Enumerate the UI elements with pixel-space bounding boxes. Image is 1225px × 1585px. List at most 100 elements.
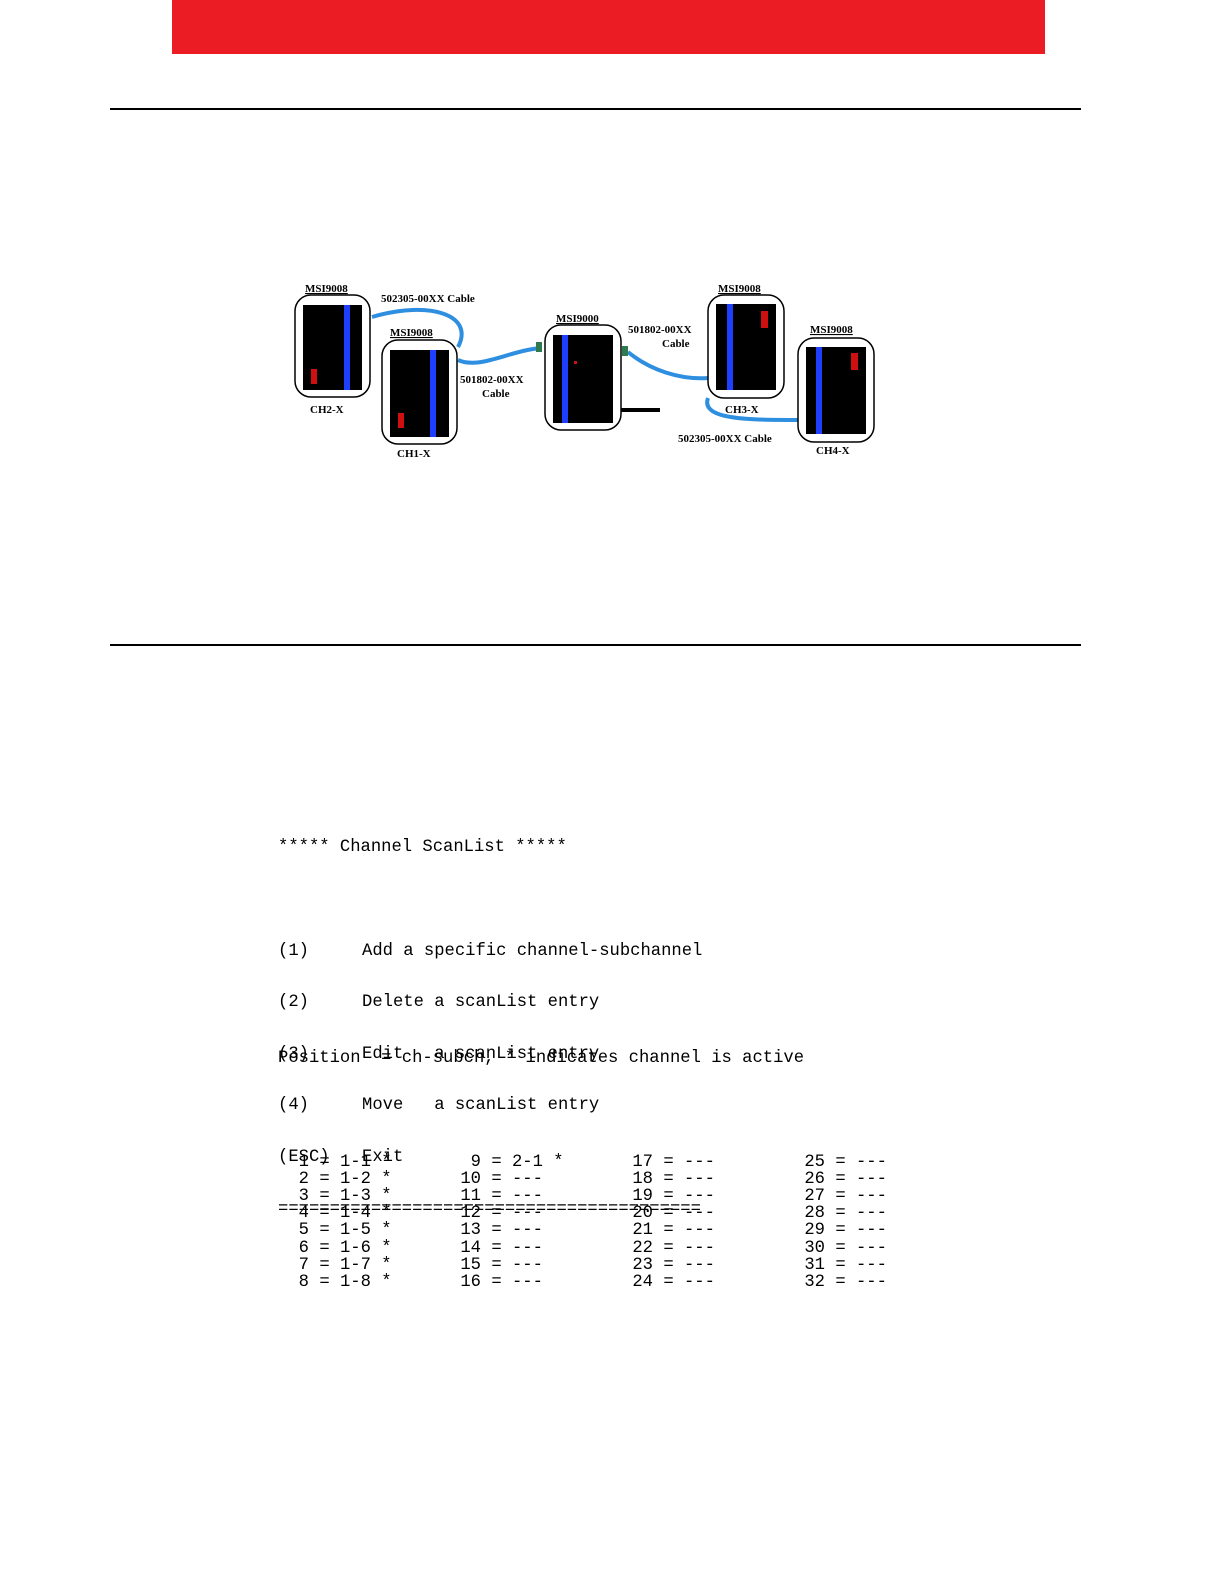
scanlist-value: --- xyxy=(855,1169,887,1189)
menu-title: ***** Channel ScanList ***** xyxy=(278,838,567,858)
equals-sign: = xyxy=(825,1169,856,1189)
equals-sign: = xyxy=(309,1272,340,1292)
scanlist-value: --- xyxy=(855,1238,887,1258)
scanlist-value: --- xyxy=(683,1272,715,1292)
equals-sign: = xyxy=(309,1186,340,1206)
scanlist-value: --- xyxy=(855,1255,887,1275)
cable-main-ch3 xyxy=(626,350,709,381)
equals-sign: = xyxy=(653,1255,684,1275)
scanlist-row: 6 = 1-6 *14 = ---22 = ---30 = --- xyxy=(278,1238,914,1258)
equals-sign: = xyxy=(653,1204,684,1224)
scanlist-value: --- xyxy=(511,1204,543,1224)
equals-sign: = xyxy=(309,1255,340,1275)
scanlist-entry: 9 = 2-1 * xyxy=(450,1152,622,1172)
menu-key: (ESC) xyxy=(278,1147,330,1167)
equals-sign: = xyxy=(309,1152,340,1172)
cable-label: Cable xyxy=(482,388,510,400)
menu-key: (4) xyxy=(278,1096,309,1116)
scanlist-row: 7 = 1-7 *15 = ---23 = ---31 = --- xyxy=(278,1257,914,1274)
scanlist-position: 23 xyxy=(632,1255,653,1275)
scanlist-value: --- xyxy=(683,1221,715,1241)
scanlist-value: 1-7 * xyxy=(339,1255,392,1275)
equals-sign: = xyxy=(481,1272,512,1292)
scanlist-value: --- xyxy=(855,1221,887,1241)
scanlist-position: 19 xyxy=(632,1186,653,1206)
scanlist-entry: 7 = 1-7 * xyxy=(278,1257,450,1274)
equals-sign: = xyxy=(653,1221,684,1241)
equals-sign: = xyxy=(825,1255,856,1275)
scanlist-position: 26 xyxy=(804,1169,825,1189)
scanlist-entry: 15 = --- xyxy=(450,1257,622,1274)
scanlist-value: 1-4 * xyxy=(339,1204,392,1224)
scanlist-position: 32 xyxy=(804,1272,825,1292)
menu-item: (2)Delete a scanList entry xyxy=(278,994,702,1011)
scanlist-position: 12 xyxy=(460,1204,481,1224)
scanlist-entry: 32 = --- xyxy=(794,1274,914,1291)
scanlist-entry: 11 = --- xyxy=(450,1188,622,1205)
device-label: MSI9000 xyxy=(556,313,599,325)
cable-ch2-ch1 xyxy=(371,307,464,348)
equals-sign: = xyxy=(825,1204,856,1224)
scanlist-position: 13 xyxy=(460,1221,481,1241)
channel-label: CH2-X xyxy=(310,404,344,416)
scanlist-position: 27 xyxy=(804,1186,825,1206)
menu-separator: ========================================… xyxy=(278,1199,701,1219)
scanlist-entry: 13 = --- xyxy=(450,1222,622,1239)
scanlist-entry: 17 = --- xyxy=(622,1152,794,1172)
equals-sign: = xyxy=(309,1221,340,1241)
scanlist-entry: 24 = --- xyxy=(622,1274,794,1291)
scanlist-row: 4 = 1-4 * 12 = --- 20 = --- 28 = --- xyxy=(278,1205,914,1222)
menu-item: (3)Edit a scanList entry xyxy=(278,1046,702,1063)
scanlist-position: 10 xyxy=(460,1169,481,1189)
scanlist-position: 18 xyxy=(632,1169,653,1189)
equals-sign: = xyxy=(481,1204,512,1224)
scanlist-value: --- xyxy=(511,1272,543,1292)
scanlist-position: 3 xyxy=(298,1186,309,1206)
equals-sign: = xyxy=(653,1272,684,1292)
equals-sign: = xyxy=(481,1169,512,1189)
scanlist-position: 31 xyxy=(804,1255,825,1275)
menu-label: Move a scanList entry xyxy=(362,1096,600,1116)
device-label: MSI9008 xyxy=(718,283,761,295)
equals-sign: = xyxy=(653,1152,684,1172)
cable-label: 501802-00XX xyxy=(460,374,524,386)
device-ch1: MSI9008 CH1-X xyxy=(381,327,458,460)
device-label: MSI9008 xyxy=(305,283,348,295)
equals-sign: = xyxy=(653,1238,684,1258)
scanlist-value: --- xyxy=(855,1186,887,1206)
scanlist-value: --- xyxy=(511,1169,543,1189)
scanlist-value: --- xyxy=(683,1169,715,1189)
scanlist-value: 1-8 * xyxy=(339,1272,392,1292)
scanlist-value: 1-2 * xyxy=(339,1169,392,1189)
connector-main-right xyxy=(622,346,628,356)
scanlist-entry: 5 = 1-5 * xyxy=(278,1222,450,1239)
scanlist-position: 9 xyxy=(470,1152,481,1172)
scanlist-legend: Position = ch-subch, * indicates channel… xyxy=(278,1049,805,1069)
equals-sign: = xyxy=(825,1238,856,1258)
menu-item: (4) Move a scanList entry xyxy=(278,1097,702,1114)
scanlist-value: --- xyxy=(683,1186,715,1206)
scanlist-position: 8 xyxy=(298,1272,309,1292)
menu-key: (3) xyxy=(278,1044,309,1064)
equals-sign: = xyxy=(825,1186,856,1206)
scanlist-position: 16 xyxy=(460,1272,481,1292)
scanlist-entry: 23 = --- xyxy=(622,1257,794,1274)
scanlist-entry: 20 = --- xyxy=(622,1205,794,1222)
scanlist-value: --- xyxy=(683,1255,715,1275)
scanlist-entry: 3 = 1-3 * xyxy=(278,1188,450,1205)
scanlist-entry: 1 = 1-1 * xyxy=(278,1152,450,1172)
cable-label: 502305-00XX Cable xyxy=(381,293,475,305)
cables xyxy=(371,307,801,422)
device-label: MSI9008 xyxy=(390,327,433,339)
equals-sign: = xyxy=(481,1221,512,1241)
scanlist-entry: 4 = 1-4 * xyxy=(278,1205,450,1222)
scanlist-entry: 8 = 1-8 * xyxy=(278,1274,450,1291)
header-banner xyxy=(172,0,1045,54)
scanlist-position: 28 xyxy=(804,1204,825,1224)
connection-diagram: MSI9008 CH2-X MSI9008 CH1-X MSI9000 MSI9… xyxy=(294,283,875,460)
scanlist-value: --- xyxy=(855,1152,887,1172)
scanlist-value: 1-3 * xyxy=(339,1186,392,1206)
equals-sign: = xyxy=(481,1238,512,1258)
scanlist-row: 8 = 1-8 *16 = ---24 = ---32 = --- xyxy=(278,1274,914,1291)
scanlist-value: --- xyxy=(855,1204,887,1224)
